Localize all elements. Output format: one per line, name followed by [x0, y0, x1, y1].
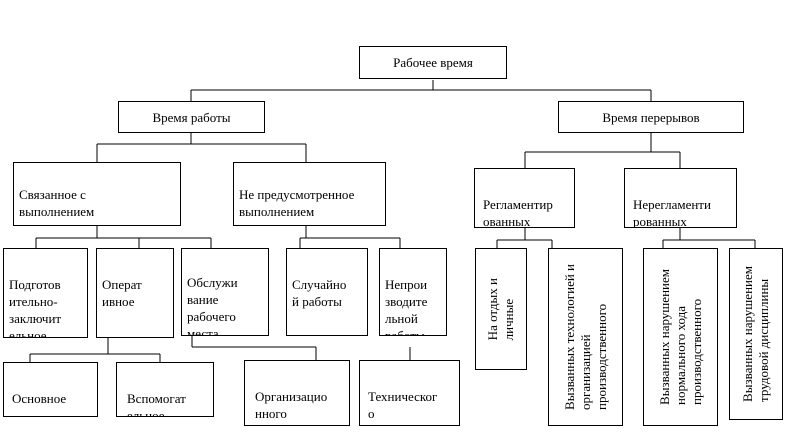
node-workplace-service-label: Обслужи вание рабочего места — [187, 275, 238, 336]
connector-break-time — [524, 133, 681, 168]
connector-unregulated — [662, 228, 756, 248]
node-random-work: Случайно й работы — [286, 248, 368, 336]
node-tech-caused: Вызванных технологией и организацией про… — [548, 248, 623, 426]
node-auxiliary: Вспомогат ельное — [116, 362, 214, 417]
node-tech-caused-label: Вызванных технологией и организацией про… — [561, 264, 609, 410]
node-prep-final-label: Подготов ительно- заключит ельное — [9, 277, 62, 338]
node-unforeseen-work-label: Не предусмотренное выполнением производс… — [239, 187, 355, 225]
node-working-time: Рабочее время — [359, 46, 507, 79]
node-tech-service-label: Техническог о обслуживани — [368, 389, 441, 425]
node-workplace-service: Обслужи вание рабочего места — [181, 248, 269, 336]
node-break-time-label: Время перерывов — [602, 109, 700, 125]
node-prep-final: Подготов ительно- заключит ельное — [3, 248, 88, 338]
node-violation-process: Вызванных нарушением нормального хода пр… — [643, 248, 718, 426]
connector-operative — [29, 338, 161, 362]
node-break-time: Время перерывов — [558, 101, 744, 133]
node-work-time: Время работы — [118, 101, 265, 133]
connector-unforeseen — [299, 226, 401, 248]
node-violation-discipline: Вызванных нарушением трудовой дисциплины — [729, 248, 783, 420]
node-auxiliary-label: Вспомогат ельное — [127, 391, 186, 417]
node-operative-label: Операт ивное — [102, 277, 142, 309]
node-rest-personal: На отдых и личные — [475, 248, 527, 370]
node-related-work-label: Связанное с выполнением производственног… — [19, 187, 125, 225]
node-unproductive-work: Непрои зводите льной работы — [379, 248, 447, 336]
node-work-time-label: Время работы — [152, 109, 231, 125]
connector-regulated — [496, 228, 553, 248]
node-rest-personal-label: На отдых и личные — [485, 277, 516, 341]
node-unregulated-label: Нерегламенти рованных — [633, 197, 711, 228]
node-org-service: Организацио нного обслуживани — [244, 360, 350, 426]
node-main: Основное — [3, 362, 98, 417]
connector-related — [35, 226, 212, 248]
node-regulated-label: Регламентир ованных — [483, 197, 553, 228]
connector-work-time — [96, 133, 307, 162]
connector-root — [190, 80, 652, 101]
node-related-work: Связанное с выполнением производственног… — [13, 162, 181, 226]
node-regulated: Регламентир ованных — [474, 168, 575, 228]
node-main-label: Основное — [12, 391, 67, 406]
node-unproductive-work-label: Непрои зводите льной работы — [385, 277, 428, 336]
node-violation-discipline-label: Вызванных нарушением трудовой дисциплины — [740, 266, 771, 402]
node-random-work-label: Случайно й работы — [292, 277, 347, 309]
node-operative: Операт ивное — [96, 248, 174, 338]
connector-workplace-service — [191, 336, 411, 360]
node-tech-service: Техническог о обслуживани — [359, 360, 460, 426]
node-org-service-label: Организацио нного обслуживани — [255, 389, 328, 425]
node-violation-process-label: Вызванных нарушением нормального хода пр… — [656, 269, 704, 405]
node-unregulated: Нерегламенти рованных — [624, 168, 737, 228]
node-working-time-label: Рабочее время — [393, 55, 473, 70]
node-unforeseen-work: Не предусмотренное выполнением производс… — [233, 162, 386, 226]
